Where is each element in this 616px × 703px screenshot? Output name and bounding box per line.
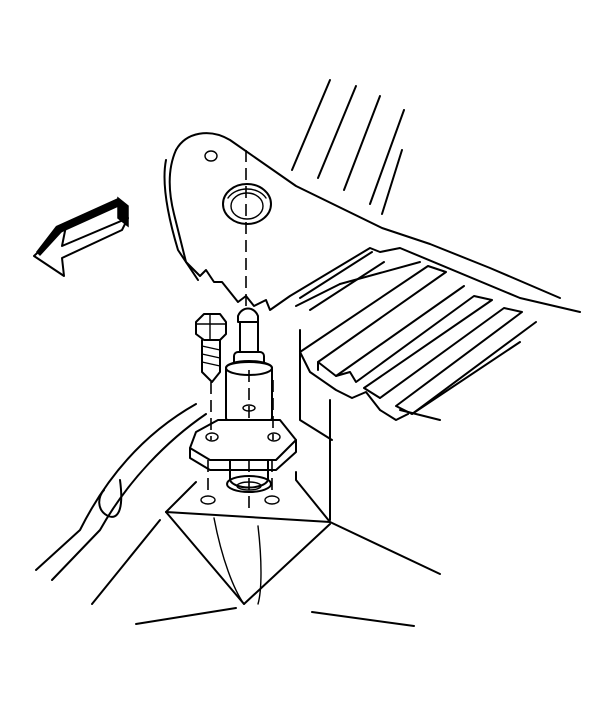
mount-pin [225,150,273,510]
mounting-bracket [163,132,581,313]
mounting-plate [189,419,297,493]
frame-rails [291,79,405,215]
frame-floor [35,403,415,627]
direction-arrow-icon [33,196,129,277]
bolt [195,313,274,440]
ribbed-crossmember [295,251,537,521]
frame-mount-holes [165,460,441,575]
